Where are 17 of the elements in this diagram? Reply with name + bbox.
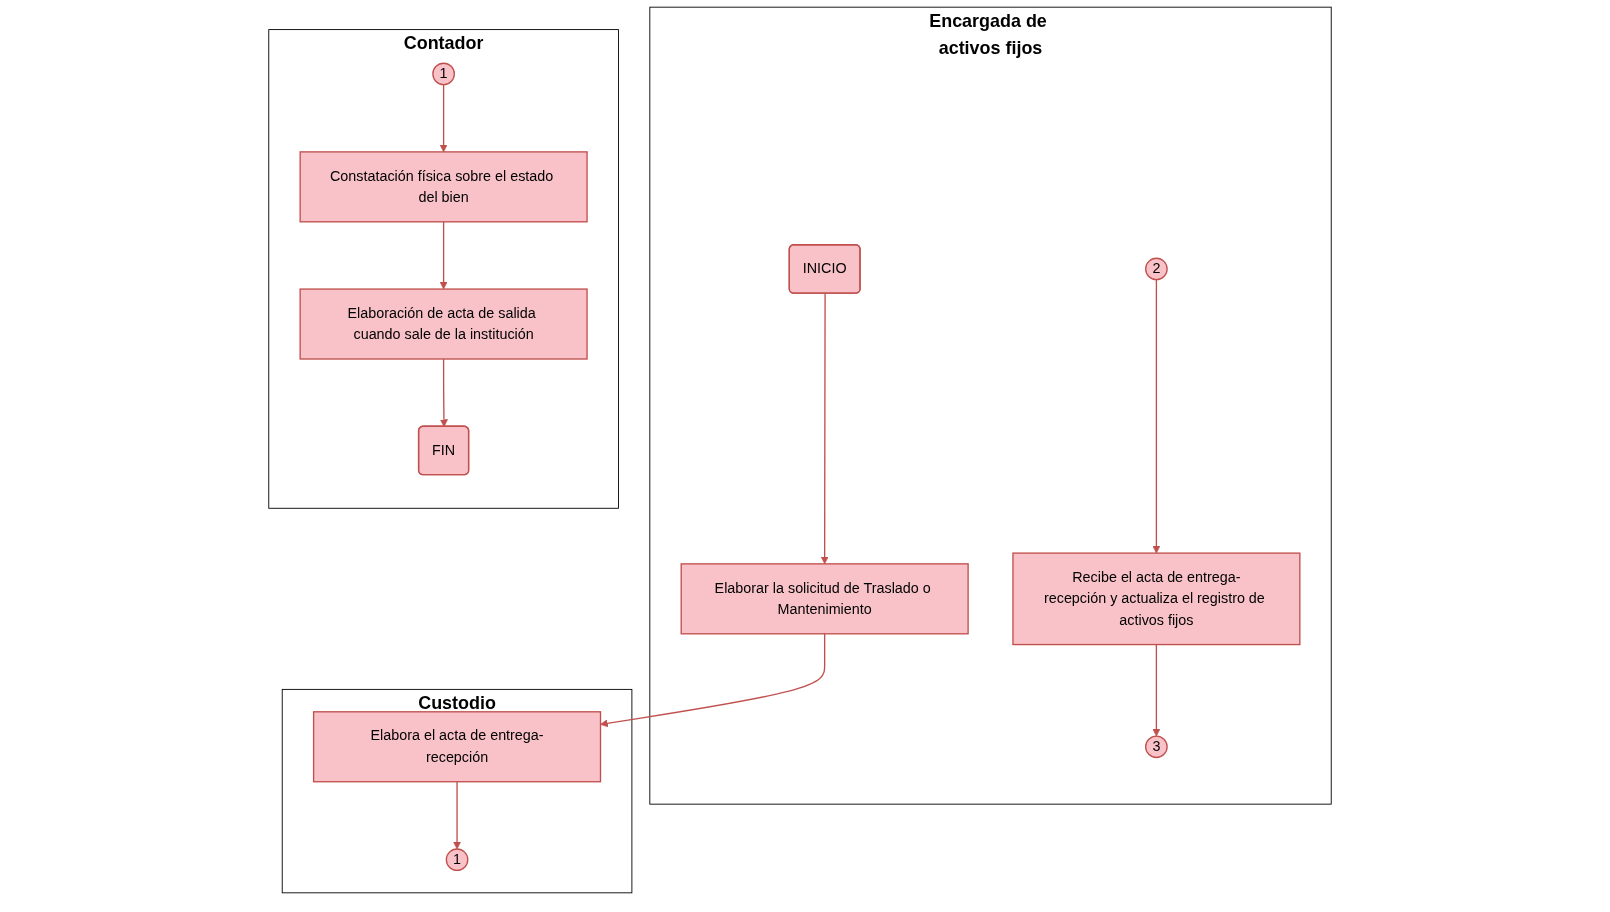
- node-circle: 1: [432, 62, 455, 86]
- arrow: [453, 781, 461, 850]
- node-box: Constatación física sobre el estado del bien: [299, 151, 588, 223]
- node-box: Recibe el acta de entrega-recepción y actualiza el registro de activos fijos: [1012, 552, 1301, 646]
- node-circle: 3: [1145, 735, 1168, 759]
- arrow: [439, 221, 448, 290]
- node-circle: 1: [445, 848, 469, 872]
- arrow: [600, 633, 826, 728]
- node-box: Elaboración de acta de salida cuando sale de la institución: [299, 288, 588, 360]
- arrow: [439, 83, 448, 153]
- arrow: [820, 292, 829, 565]
- arrow: [1152, 643, 1161, 737]
- node-box: Elaborar la solicitud de Traslado o Mantenimiento: [680, 563, 969, 635]
- arrow: [440, 358, 448, 428]
- node-box: Elabora el acta de entrega-recepción: [312, 711, 602, 783]
- arrow: [1152, 278, 1161, 554]
- node-circle: 2: [1145, 257, 1168, 281]
